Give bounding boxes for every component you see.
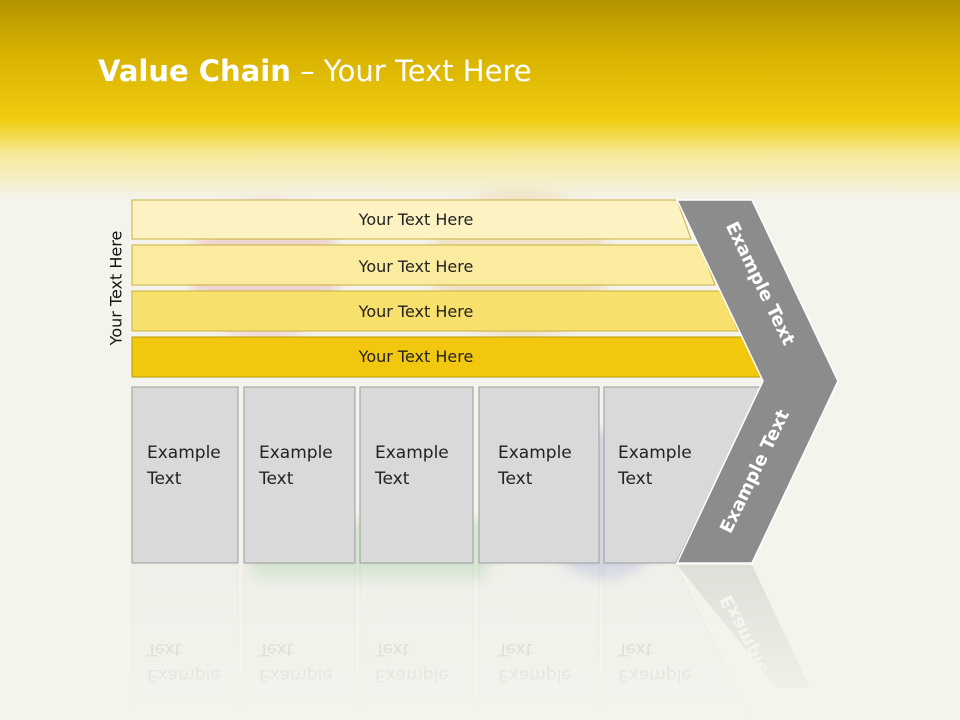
cell-3-line1: Example (375, 443, 449, 463)
cell-1-line1: Example (147, 443, 221, 463)
cell-3-line2: Text (374, 469, 410, 489)
cell-4 (478, 386, 600, 564)
row-label-3: Your Text Here (358, 302, 474, 321)
cell-5 (603, 386, 763, 564)
cell-1 (131, 386, 239, 564)
cell-5-line1: Example (618, 443, 692, 463)
title-rest: – Your Text Here (290, 54, 532, 88)
title-bold: Value Chain (98, 54, 291, 88)
row-label-1: Your Text Here (358, 210, 474, 229)
header-band (0, 0, 960, 200)
row-shape-3 (131, 290, 739, 332)
cell-2-line1: Example (259, 443, 333, 463)
row-shape-2 (131, 244, 716, 286)
cell-5-line2: Text (617, 469, 653, 489)
cell-1-line2: Text (146, 469, 182, 489)
cell-2 (243, 386, 356, 564)
cell-2-line2: Text (258, 469, 294, 489)
cell-3 (359, 386, 474, 564)
row-label-4: Your Text Here (358, 347, 474, 366)
cell-4-line2: Text (497, 469, 533, 489)
reflection-fade (120, 565, 840, 720)
cell-4-line1: Example (498, 443, 572, 463)
page-title: Value Chain – Your Text Here (98, 54, 532, 88)
margin-chevron (675, 199, 839, 564)
row-label-2: Your Text Here (358, 257, 474, 276)
row-shape-1 (131, 199, 692, 240)
